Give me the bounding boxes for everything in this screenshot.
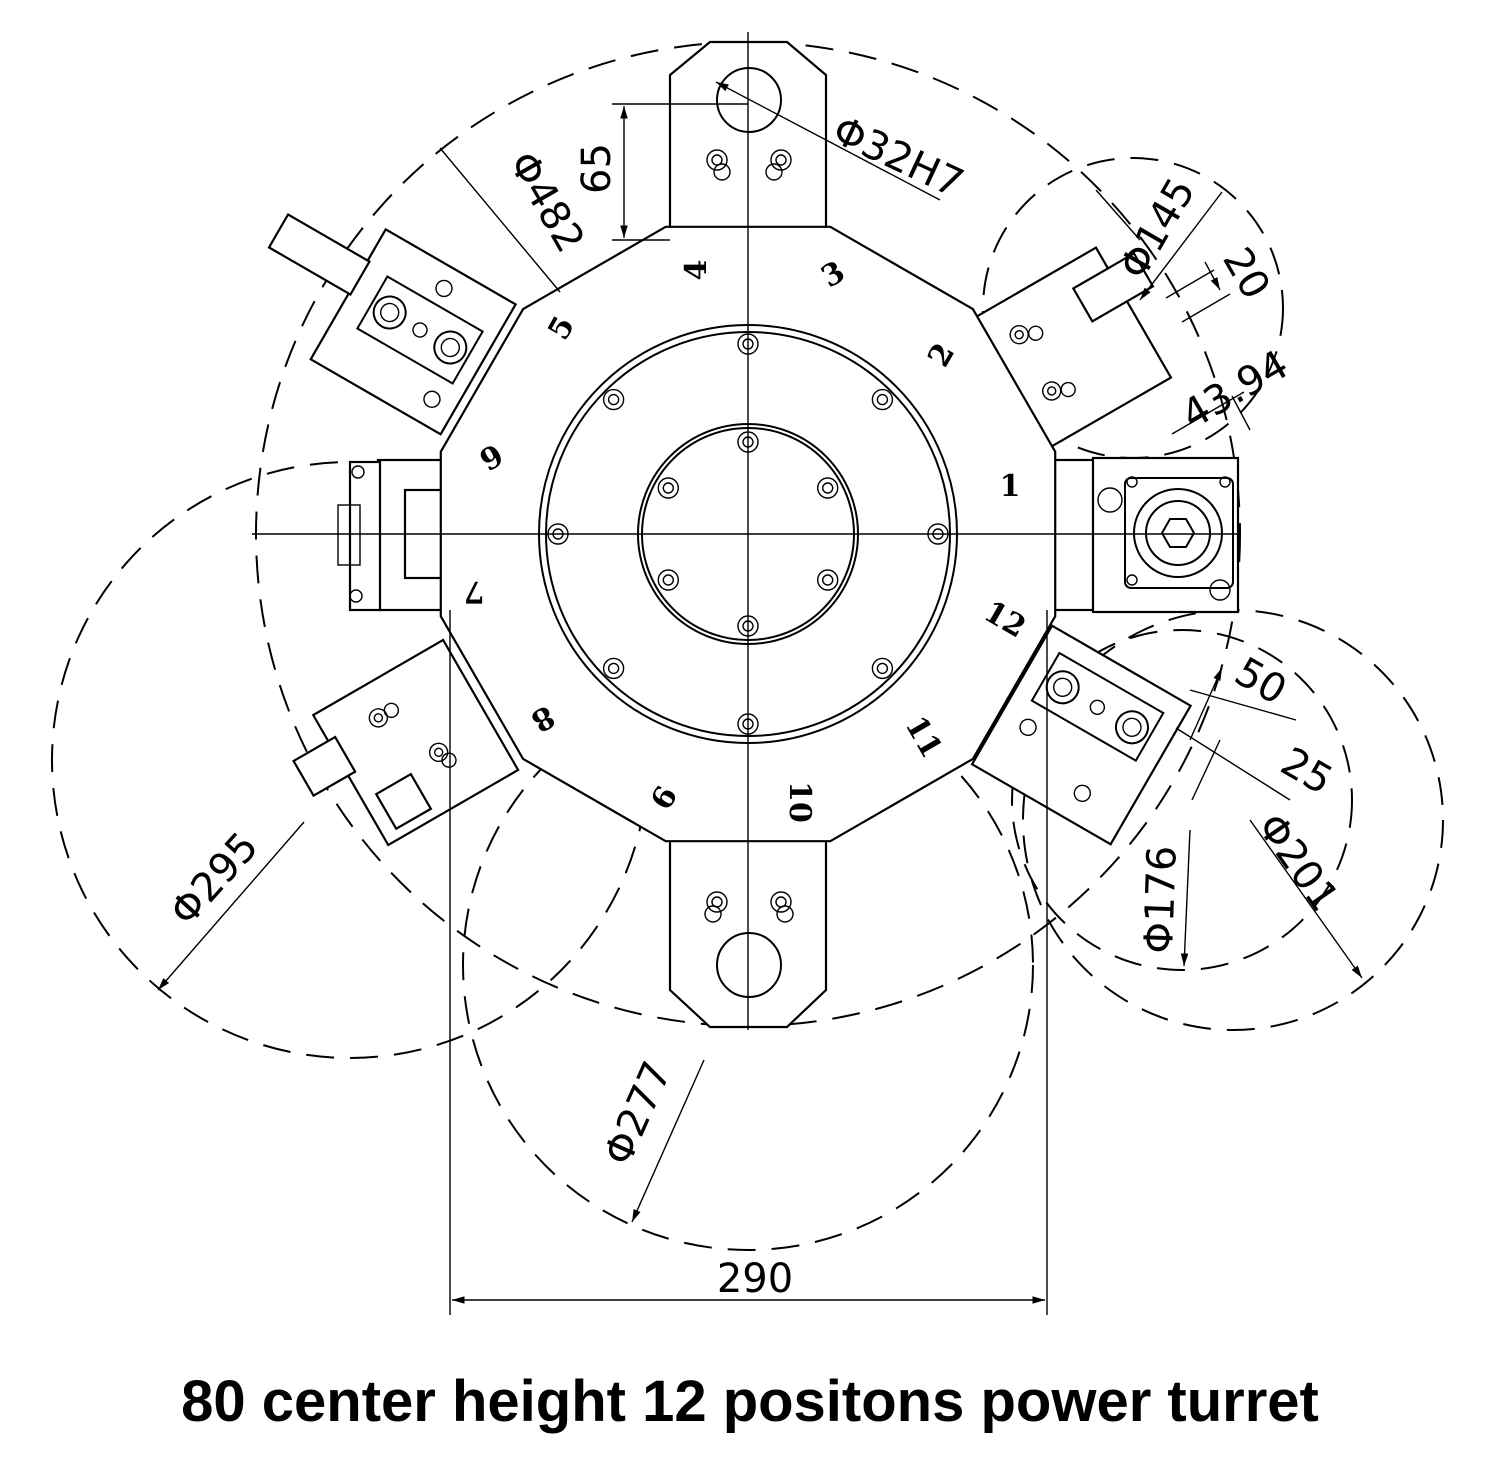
inner-bolt-5 xyxy=(657,569,679,591)
inner-bolt-2 xyxy=(822,482,834,494)
position-label-1: 1 xyxy=(1000,469,1021,504)
turret-drawing: 1 2 3 4 5 6 7 8 9 10 11 12 xyxy=(51,32,1444,1315)
dim-phi277: Φ277 xyxy=(595,1055,681,1172)
dimension-lines xyxy=(157,81,1363,1315)
dim-phi295: Φ295 xyxy=(161,824,267,935)
dim-phi145: Φ145 xyxy=(1111,171,1205,287)
tool-holder-lower-right xyxy=(970,624,1193,846)
outer-bolt-8 xyxy=(607,393,620,406)
outer-bolt-4 xyxy=(871,657,894,680)
inner-bolt-5 xyxy=(662,574,674,586)
tool-holder-upper-left xyxy=(267,213,518,436)
center-lines xyxy=(252,32,1240,1030)
inner-bolt-2 xyxy=(817,477,839,499)
outer-bolt-2 xyxy=(871,388,894,411)
dim-20: 20 xyxy=(1213,240,1278,307)
tool-holder-right xyxy=(1034,456,1240,614)
caption-title: 80 center height 12 positons power turre… xyxy=(181,1369,1319,1434)
tool-holder-left xyxy=(337,458,452,612)
position-label-4: 4 xyxy=(679,260,714,281)
dim-43-94: 43.94 xyxy=(1174,342,1296,439)
tool-holder-lower-left xyxy=(292,638,520,847)
position-label-7: 7 xyxy=(464,574,485,609)
dim-290: 290 xyxy=(717,1256,793,1302)
tool-holders xyxy=(267,40,1240,1029)
inner-bolt-3 xyxy=(822,574,834,586)
outer-bolt-4 xyxy=(876,662,889,675)
swing-circle-176 xyxy=(1011,629,1353,971)
outer-bolt-6 xyxy=(607,662,620,675)
dim-65: 65 xyxy=(574,143,620,194)
dim-25: 25 xyxy=(1273,739,1340,804)
outer-bolt-8 xyxy=(602,388,625,411)
dim-phi32h7: Φ32H7 xyxy=(826,107,970,207)
dim-phi201: Φ201 xyxy=(1248,805,1348,920)
outer-bolt-2 xyxy=(876,393,889,406)
position-label-10: 10 xyxy=(782,781,817,823)
inner-bolt-6 xyxy=(657,477,679,499)
inner-bolt-6 xyxy=(662,482,674,494)
dim-phi176: Φ176 xyxy=(1136,845,1186,954)
outer-bolt-6 xyxy=(602,657,625,680)
inner-bolt-3 xyxy=(817,569,839,591)
dim-50: 50 xyxy=(1227,649,1294,714)
